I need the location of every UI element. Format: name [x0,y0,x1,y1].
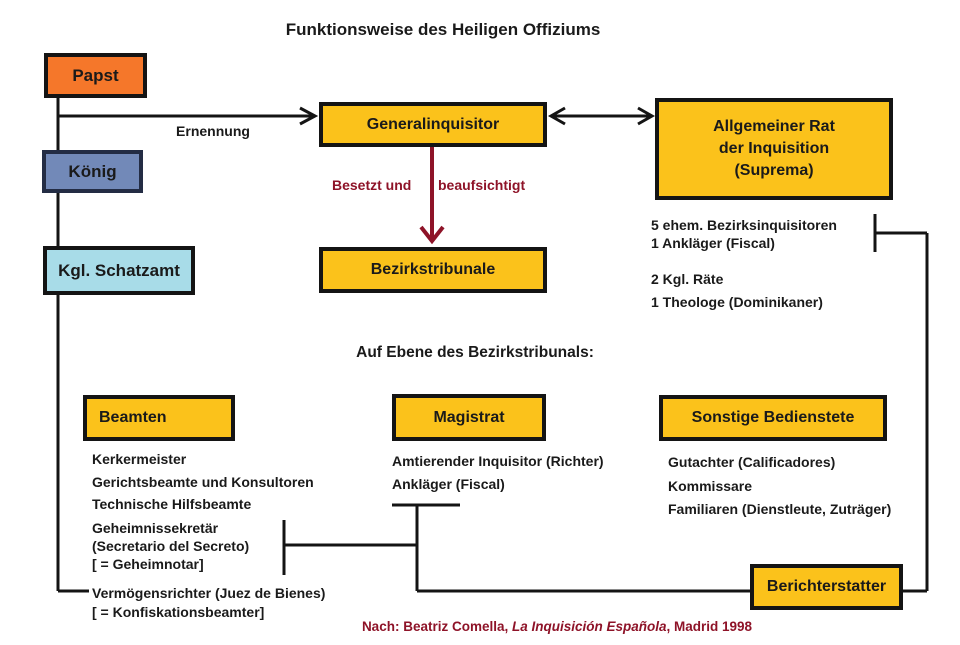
suprema-member: 1 Ankläger (Fiscal) [651,235,775,251]
edge-label-ernennung: Ernennung [176,123,250,139]
node-suprema: Allgemeiner Rat der Inquisition (Suprema… [655,98,893,200]
edge-label-besetzt-und: Besetzt und [332,177,412,193]
section-heading: Auf Ebene des Bezirkstribunals: [356,344,594,361]
edge-label-beaufsichtigt: beaufsichtigt [438,177,526,193]
node-suprema-line1: Allgemeiner Rat [713,118,835,135]
sonstige-item: Familiaren (Dienstleute, Zuträger) [668,501,892,517]
beamten-item: [ = Geheimnotar] [92,556,204,572]
caption-book-title: La Inquisición Española [511,619,667,634]
beamten-item: Kerkermeister [92,451,187,467]
node-koenig: König [42,150,143,193]
node-berichterstatter: Berichterstatter [750,564,903,610]
arrowhead-ernennung-right-icon [299,106,319,126]
node-beamten: Beamten [83,395,235,441]
diagram-title: Funktionsweise des Heiligen Offiziums [285,20,601,39]
beamten-item: Technische Hilfsbeamte [92,496,252,512]
beamten-item: Gerichtsbeamte und Konsultoren [92,474,314,490]
beamten-item: [ = Konfiskationsbeamter] [92,604,265,620]
source-caption: Nach: Beatriz Comella, La Inquisición Es… [362,619,752,634]
node-sonstige-bedienstete: Sonstige Bedienstete [659,395,887,441]
caption-suffix: , Madrid 1998 [666,619,753,634]
suprema-member: 1 Theologe (Dominikaner) [651,294,823,310]
node-suprema-line3: (Suprema) [734,162,814,179]
suprema-member: 5 ehem. Bezirksinquisitoren [651,217,837,233]
node-magistrat: Magistrat [392,394,546,441]
arrowhead-right-icon [637,106,656,126]
node-schatzamt: Kgl. Schatzamt [43,246,195,295]
arrowhead-left-icon [547,106,566,126]
node-suprema-line2: der Inquisition [718,140,830,157]
beamten-item: Geheimnissekretär [92,520,219,536]
magistrat-item: Amtierender Inquisitor (Richter) [392,453,604,469]
node-generalinquisitor: Generalinquisitor [319,102,547,147]
arrowhead-besetzt-down-icon [419,225,445,245]
node-papst: Papst [44,53,147,98]
node-bezirkstribunale: Bezirkstribunale [319,247,547,293]
magistrat-item: Ankläger (Fiscal) [392,476,505,492]
sonstige-item: Gutachter (Calificadores) [668,454,836,470]
caption-prefix: Nach: Beatriz Comella, [361,619,512,634]
suprema-member: 2 Kgl. Räte [651,271,724,287]
beamten-item: Vermögensrichter (Juez de Bienes) [92,585,326,601]
beamten-item: (Secretario del Secreto) [92,538,250,554]
sonstige-item: Kommissare [668,478,753,494]
